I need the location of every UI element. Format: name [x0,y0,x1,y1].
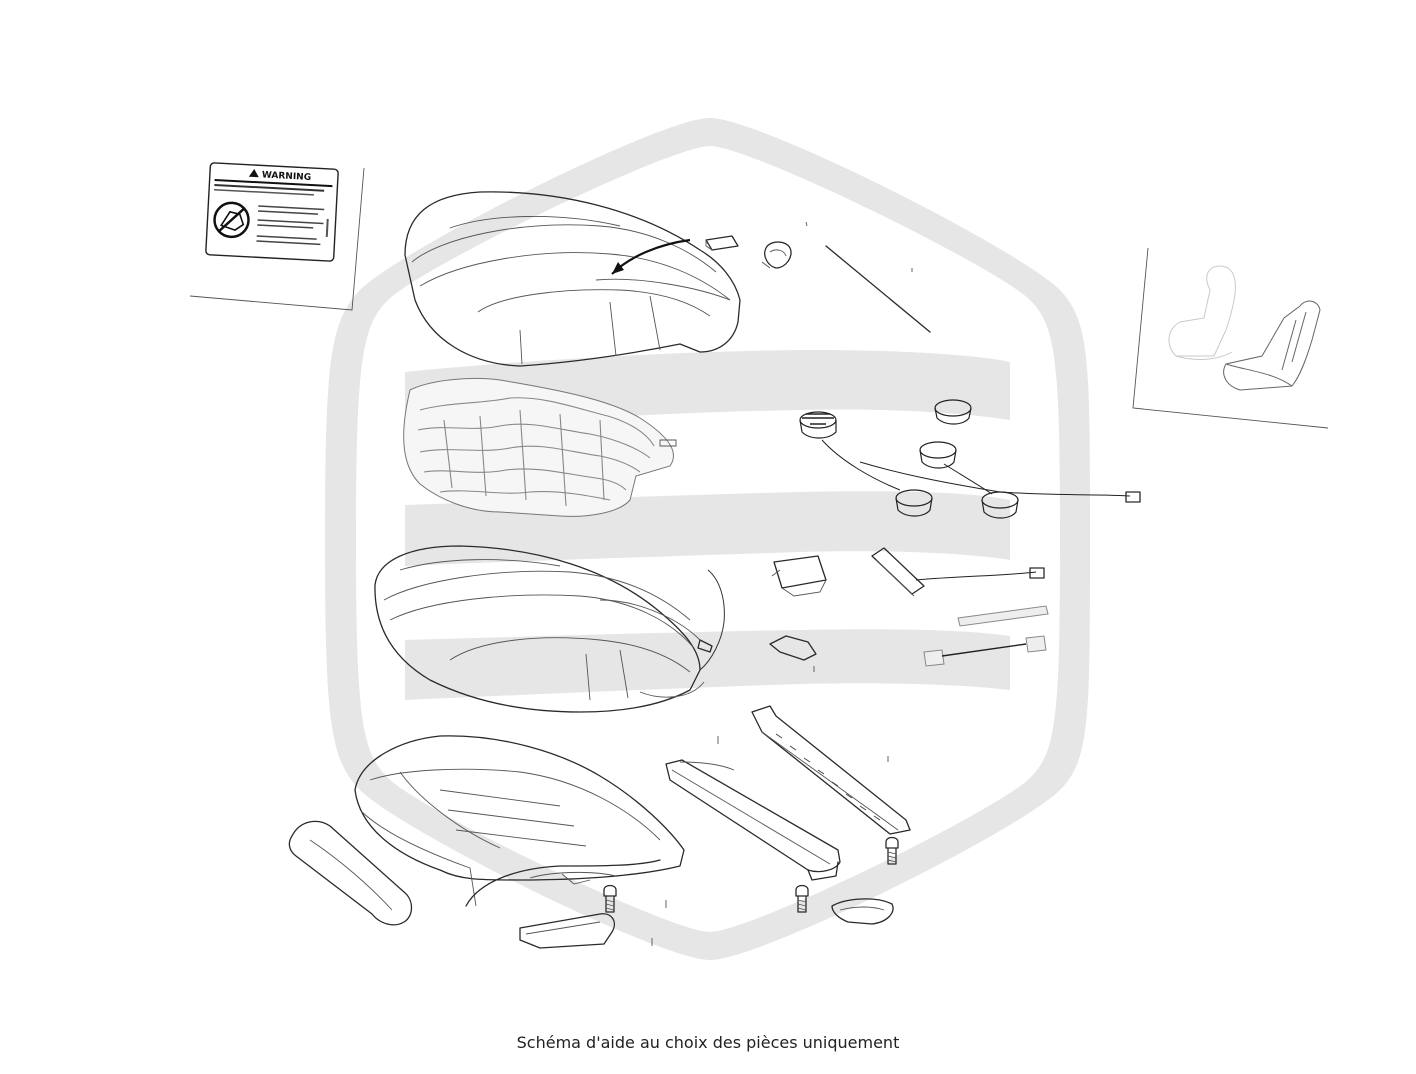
seat-rail-left [665,759,841,881]
bolt-left [603,884,617,913]
occupant-sensor-strip [923,635,1047,667]
seat-thumbnail-icon [1132,247,1329,429]
watermark-logo [325,118,1090,960]
bolt-center [795,884,809,913]
diagram-caption: Schéma d'aide au choix des pièces unique… [516,1033,900,1052]
front-roll-cushion [288,820,413,926]
leader-ticks [651,900,667,946]
bolt-right [885,836,899,865]
no-child-seat-icon [213,201,250,239]
control-module [771,555,827,597]
seat-cushion-cover-upper [404,191,741,367]
rod-upper [805,221,931,333]
tape-strip [957,605,1049,627]
seat-bottom-pan [354,735,685,907]
seat-heating-mat [403,378,677,517]
warning-label-panel: WARNING [189,162,365,311]
seat-cushion-foam-lower [374,545,725,713]
sensor-module [761,241,792,269]
trim-panel-left [519,913,615,949]
warning-triangle-icon [248,169,259,178]
small-connector-box [705,235,739,251]
massage-pad-set [799,399,1141,519]
seat-rail-right [717,705,911,835]
warning-label-title: WARNING [262,170,312,183]
bracket-small [769,635,817,672]
trim-cover-right [831,898,894,925]
switch-module-with-harness [871,547,1045,597]
